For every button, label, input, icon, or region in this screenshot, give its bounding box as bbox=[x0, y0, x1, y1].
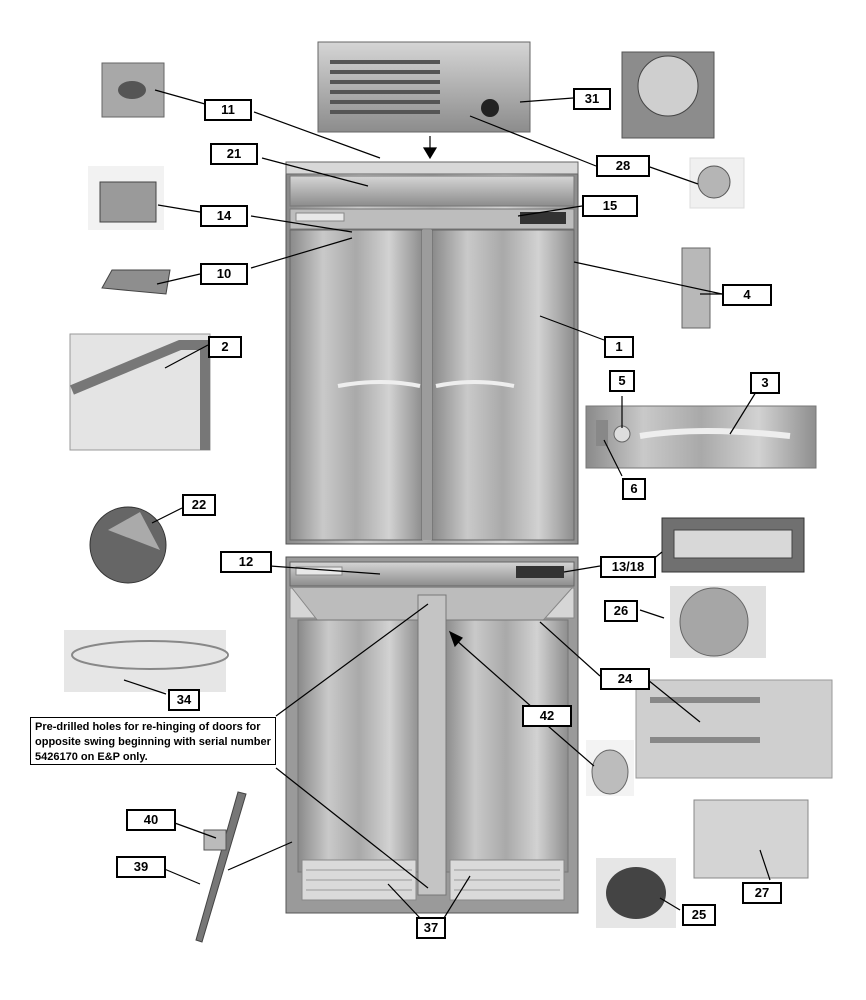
callout-37: 37 bbox=[416, 917, 446, 939]
callout-14: 14 bbox=[200, 205, 248, 227]
callout-24: 24 bbox=[600, 668, 650, 690]
part-image-top-grille bbox=[317, 41, 531, 133]
callout-4: 4 bbox=[722, 284, 772, 306]
callout-12: 12 bbox=[220, 551, 272, 573]
callout-28: 28 bbox=[596, 155, 650, 177]
callout-31: 31 bbox=[573, 88, 611, 110]
callout-34: 34 bbox=[168, 689, 200, 711]
callout-11: 11 bbox=[204, 99, 252, 121]
part-image-27 bbox=[693, 799, 809, 879]
lower-cabinet bbox=[285, 556, 579, 914]
rehinging-note: Pre-drilled holes for re-hinging of door… bbox=[30, 717, 276, 765]
part-image-34 bbox=[64, 630, 226, 692]
callout-42: 42 bbox=[522, 705, 572, 727]
callout-13-18: 13/18 bbox=[600, 556, 656, 578]
callout-39: 39 bbox=[116, 856, 166, 878]
callout-10: 10 bbox=[200, 263, 248, 285]
callout-40: 40 bbox=[126, 809, 176, 831]
callout-27: 27 bbox=[742, 882, 782, 904]
callout-22: 22 bbox=[182, 494, 216, 516]
part-images bbox=[64, 41, 833, 943]
callout-15: 15 bbox=[582, 195, 638, 217]
callout-3: 3 bbox=[750, 372, 780, 394]
callout-1: 1 bbox=[604, 336, 634, 358]
callout-21: 21 bbox=[210, 143, 258, 165]
callout-2: 2 bbox=[208, 336, 242, 358]
part-image-2 bbox=[69, 333, 211, 451]
callout-6: 6 bbox=[622, 478, 646, 500]
part-image-39-40 bbox=[195, 791, 247, 943]
callout-25: 25 bbox=[682, 904, 716, 926]
leader-lines bbox=[123, 89, 771, 919]
callout-26: 26 bbox=[604, 600, 638, 622]
upper-cabinet bbox=[285, 161, 579, 545]
callout-5: 5 bbox=[609, 370, 635, 392]
center-mullion bbox=[417, 594, 447, 896]
part-image-10 bbox=[101, 269, 171, 295]
